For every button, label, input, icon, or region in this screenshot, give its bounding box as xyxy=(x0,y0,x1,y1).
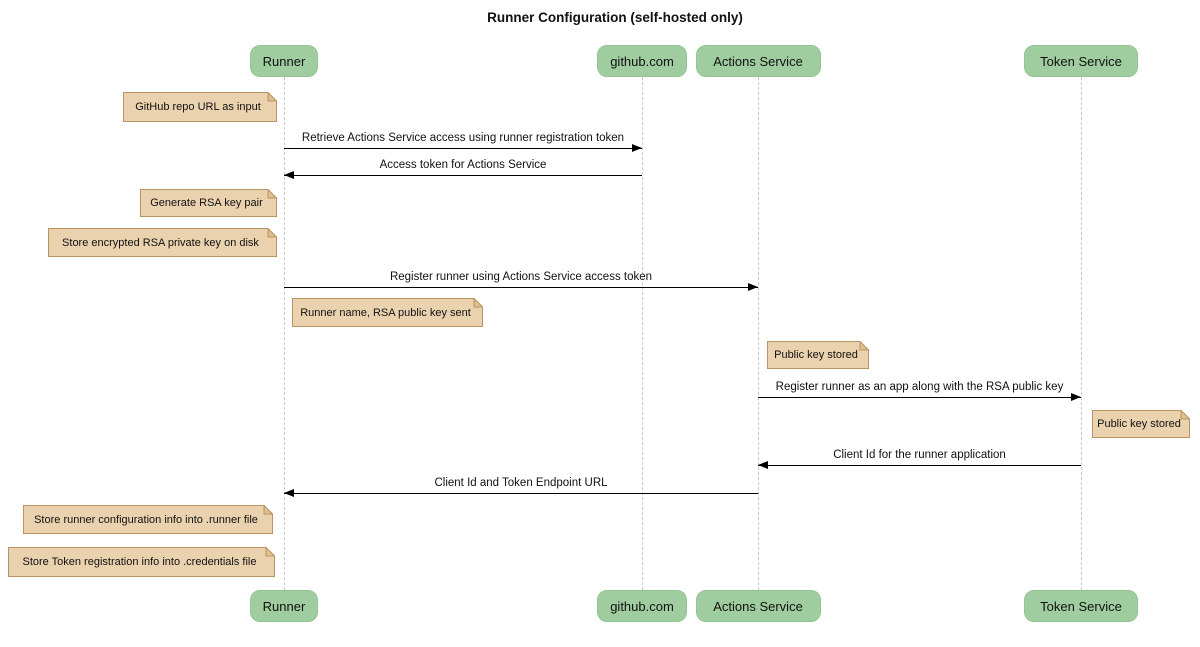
note: Public key stored xyxy=(767,341,869,369)
note-label: Store Token registration info into .cred… xyxy=(22,556,257,568)
note-label: Runner name, RSA public key sent xyxy=(300,306,471,319)
note-fold-icon xyxy=(267,92,277,102)
message-label: Register runner using Actions Service ac… xyxy=(389,271,653,283)
participant-box: Runner xyxy=(250,45,318,77)
arrowhead-icon xyxy=(1071,393,1081,401)
note-outline xyxy=(123,92,277,122)
note-outline xyxy=(140,189,277,217)
message-label: Client Id and Token Endpoint URL xyxy=(434,477,608,489)
participant-box: Actions Service xyxy=(695,590,821,622)
message-label: Retrieve Actions Service access using ru… xyxy=(301,132,625,144)
message-line xyxy=(284,175,642,176)
note-fold-icon xyxy=(1180,410,1190,420)
message-label: Client Id for the runner application xyxy=(833,449,1006,461)
participant-box: Actions Service xyxy=(695,45,821,77)
note-outline xyxy=(1092,410,1190,438)
participant-label: github.com xyxy=(610,53,674,69)
message-label: Access token for Actions Service xyxy=(379,159,547,171)
note-fold-icon xyxy=(859,341,869,351)
participant-box: Token Service xyxy=(1024,590,1138,622)
lifeline xyxy=(283,77,285,590)
lifeline xyxy=(641,77,643,590)
message-line xyxy=(758,397,1081,398)
note-label: Store runner configuration info into .ru… xyxy=(34,513,258,526)
note: Generate RSA key pair xyxy=(140,189,277,217)
arrowhead-icon xyxy=(748,283,758,291)
message-line xyxy=(284,148,642,149)
diagram-title: Runner Configuration (self-hosted only) xyxy=(487,10,743,25)
note: Runner name, RSA public key sent xyxy=(292,298,483,327)
lifeline xyxy=(1080,77,1082,590)
arrowhead-icon xyxy=(758,461,768,469)
note-fold-icon xyxy=(265,547,275,557)
participant-label: github.com xyxy=(610,598,674,614)
note-fold-icon xyxy=(473,298,483,308)
lifeline xyxy=(757,77,759,590)
note-outline xyxy=(23,505,273,534)
participant-box: github.com xyxy=(597,590,687,622)
note-label: Public key stored xyxy=(774,349,858,361)
message-line xyxy=(284,493,758,494)
message-line xyxy=(758,465,1081,466)
note: Store Token registration info into .cred… xyxy=(8,547,275,577)
participant-label: Runner xyxy=(262,53,306,69)
participant-label: Runner xyxy=(262,598,306,614)
note-outline xyxy=(8,547,275,577)
note: GitHub repo URL as input xyxy=(123,92,277,122)
note: Store encrypted RSA private key on disk xyxy=(48,228,277,257)
note-label: Public key stored xyxy=(1097,418,1181,430)
arrowhead-icon xyxy=(284,171,294,179)
note-label: GitHub repo URL as input xyxy=(135,101,261,113)
participant-box: Runner xyxy=(250,590,318,622)
message-line xyxy=(284,287,758,288)
note-outline xyxy=(48,228,277,257)
message-label: Register runner as an app along with the… xyxy=(775,381,1064,393)
participant-label: Token Service xyxy=(1040,598,1122,614)
note: Public key stored xyxy=(1092,410,1190,438)
arrowhead-icon xyxy=(284,489,294,497)
participant-box: Token Service xyxy=(1024,45,1138,77)
arrowhead-icon xyxy=(632,144,642,152)
note-fold-icon xyxy=(267,228,277,238)
participant-label: Actions Service xyxy=(713,598,803,614)
participant-label: Actions Service xyxy=(713,53,803,69)
note-fold-icon xyxy=(263,505,273,515)
note-fold-icon xyxy=(267,189,277,199)
note-outline xyxy=(767,341,869,369)
note: Store runner configuration info into .ru… xyxy=(23,505,273,534)
note-label: Generate RSA key pair xyxy=(150,197,263,209)
participant-box: github.com xyxy=(597,45,687,77)
participant-label: Token Service xyxy=(1040,53,1122,69)
note-label: Store encrypted RSA private key on disk xyxy=(62,236,259,249)
note-outline xyxy=(292,298,483,327)
